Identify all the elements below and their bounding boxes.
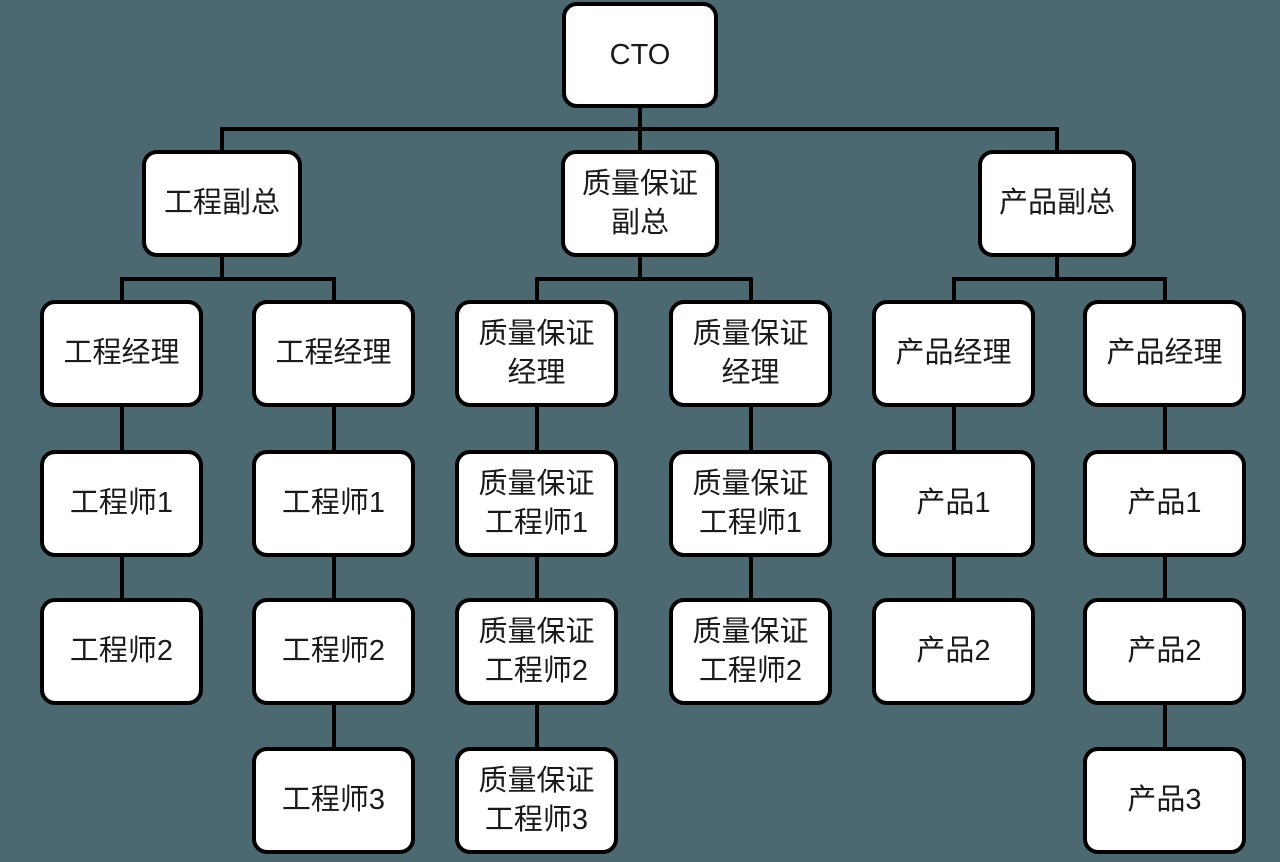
org-node-qa1-3[interactable]: 质量保证工程师3	[455, 747, 618, 854]
org-node-label: 工程师1	[69, 487, 174, 520]
connector-line	[1055, 129, 1059, 150]
org-node-label: 工程师3	[281, 784, 386, 817]
connector-line	[120, 277, 336, 281]
org-node-eng-mgr-1[interactable]: 工程经理	[40, 300, 203, 407]
connector-line	[1163, 705, 1167, 747]
org-node-eng2-1[interactable]: 工程师1	[252, 450, 415, 557]
connector-line	[120, 407, 124, 450]
org-node-eng-vp[interactable]: 工程副总	[142, 150, 302, 257]
connector-line	[638, 257, 642, 279]
connector-line	[1163, 279, 1167, 300]
org-node-prod1-2[interactable]: 产品2	[872, 598, 1035, 705]
org-node-label: 质量保证工程师2	[478, 616, 595, 687]
org-node-prod1-1[interactable]: 产品1	[872, 450, 1035, 557]
org-node-prod-mgr-2[interactable]: 产品经理	[1083, 300, 1246, 407]
connector-line	[535, 279, 539, 300]
org-node-label: 工程副总	[163, 187, 280, 220]
connector-line	[332, 279, 336, 300]
org-node-qa2-2[interactable]: 质量保证工程师2	[669, 598, 832, 705]
org-node-label: 产品副总	[998, 187, 1115, 220]
org-node-label: 质量保证工程师1	[478, 468, 595, 539]
connector-line	[638, 108, 642, 129]
org-node-label: 质量保证经理	[478, 318, 595, 389]
org-node-prod-mgr-1[interactable]: 产品经理	[872, 300, 1035, 407]
connector-line	[1163, 557, 1167, 598]
connector-line	[952, 557, 956, 598]
org-node-prod2-1[interactable]: 产品1	[1083, 450, 1246, 557]
org-node-label: 质量保证工程师2	[692, 616, 809, 687]
org-node-label: 工程师2	[281, 635, 386, 668]
org-node-prod2-2[interactable]: 产品2	[1083, 598, 1246, 705]
org-node-eng1-1[interactable]: 工程师1	[40, 450, 203, 557]
org-node-label: CTO	[609, 38, 671, 71]
org-node-eng-mgr-2[interactable]: 工程经理	[252, 300, 415, 407]
org-node-qa-vp[interactable]: 质量保证副总	[561, 150, 719, 257]
org-node-label: 产品2	[1127, 635, 1202, 668]
org-node-eng2-3[interactable]: 工程师3	[252, 747, 415, 854]
connector-line	[1055, 257, 1059, 279]
org-node-label: 工程经理	[275, 337, 392, 370]
connector-line	[332, 407, 336, 450]
org-node-label: 产品经理	[1106, 337, 1223, 370]
org-node-eng2-2[interactable]: 工程师2	[252, 598, 415, 705]
org-node-qa-mgr-2[interactable]: 质量保证经理	[669, 300, 832, 407]
org-node-label: 工程经理	[63, 337, 180, 370]
connector-line	[220, 257, 224, 279]
org-node-cto[interactable]: CTO	[562, 2, 718, 108]
org-node-qa1-1[interactable]: 质量保证工程师1	[455, 450, 618, 557]
org-node-label: 质量保证经理	[692, 318, 809, 389]
connector-line	[220, 129, 224, 150]
connector-line	[952, 279, 956, 300]
connector-line	[638, 129, 642, 150]
org-node-prod-vp[interactable]: 产品副总	[978, 150, 1136, 257]
connector-line	[120, 279, 124, 300]
org-node-qa1-2[interactable]: 质量保证工程师2	[455, 598, 618, 705]
connector-line	[749, 557, 753, 598]
connector-line	[535, 277, 753, 281]
org-node-label: 质量保证副总	[581, 168, 698, 239]
org-node-label: 质量保证工程师3	[478, 765, 595, 836]
connector-line	[749, 407, 753, 450]
org-node-qa2-1[interactable]: 质量保证工程师1	[669, 450, 832, 557]
org-node-label: 质量保证工程师1	[692, 468, 809, 539]
connector-line	[332, 557, 336, 598]
connector-line	[332, 705, 336, 747]
connector-line	[120, 557, 124, 598]
org-node-label: 产品3	[1127, 784, 1202, 817]
org-node-label: 产品1	[916, 487, 991, 520]
org-node-qa-mgr-1[interactable]: 质量保证经理	[455, 300, 618, 407]
org-node-label: 产品经理	[895, 337, 1012, 370]
connector-line	[749, 279, 753, 300]
connector-line	[952, 407, 956, 450]
org-node-eng1-2[interactable]: 工程师2	[40, 598, 203, 705]
connector-line	[535, 407, 539, 450]
org-node-label: 产品1	[1127, 487, 1202, 520]
connector-line	[535, 705, 539, 747]
org-node-label: 产品2	[916, 635, 991, 668]
connector-line	[952, 277, 1167, 281]
org-node-label: 工程师1	[281, 487, 386, 520]
org-node-label: 工程师2	[69, 635, 174, 668]
org-node-prod2-3[interactable]: 产品3	[1083, 747, 1246, 854]
connector-line	[535, 557, 539, 598]
connector-line	[1163, 407, 1167, 450]
